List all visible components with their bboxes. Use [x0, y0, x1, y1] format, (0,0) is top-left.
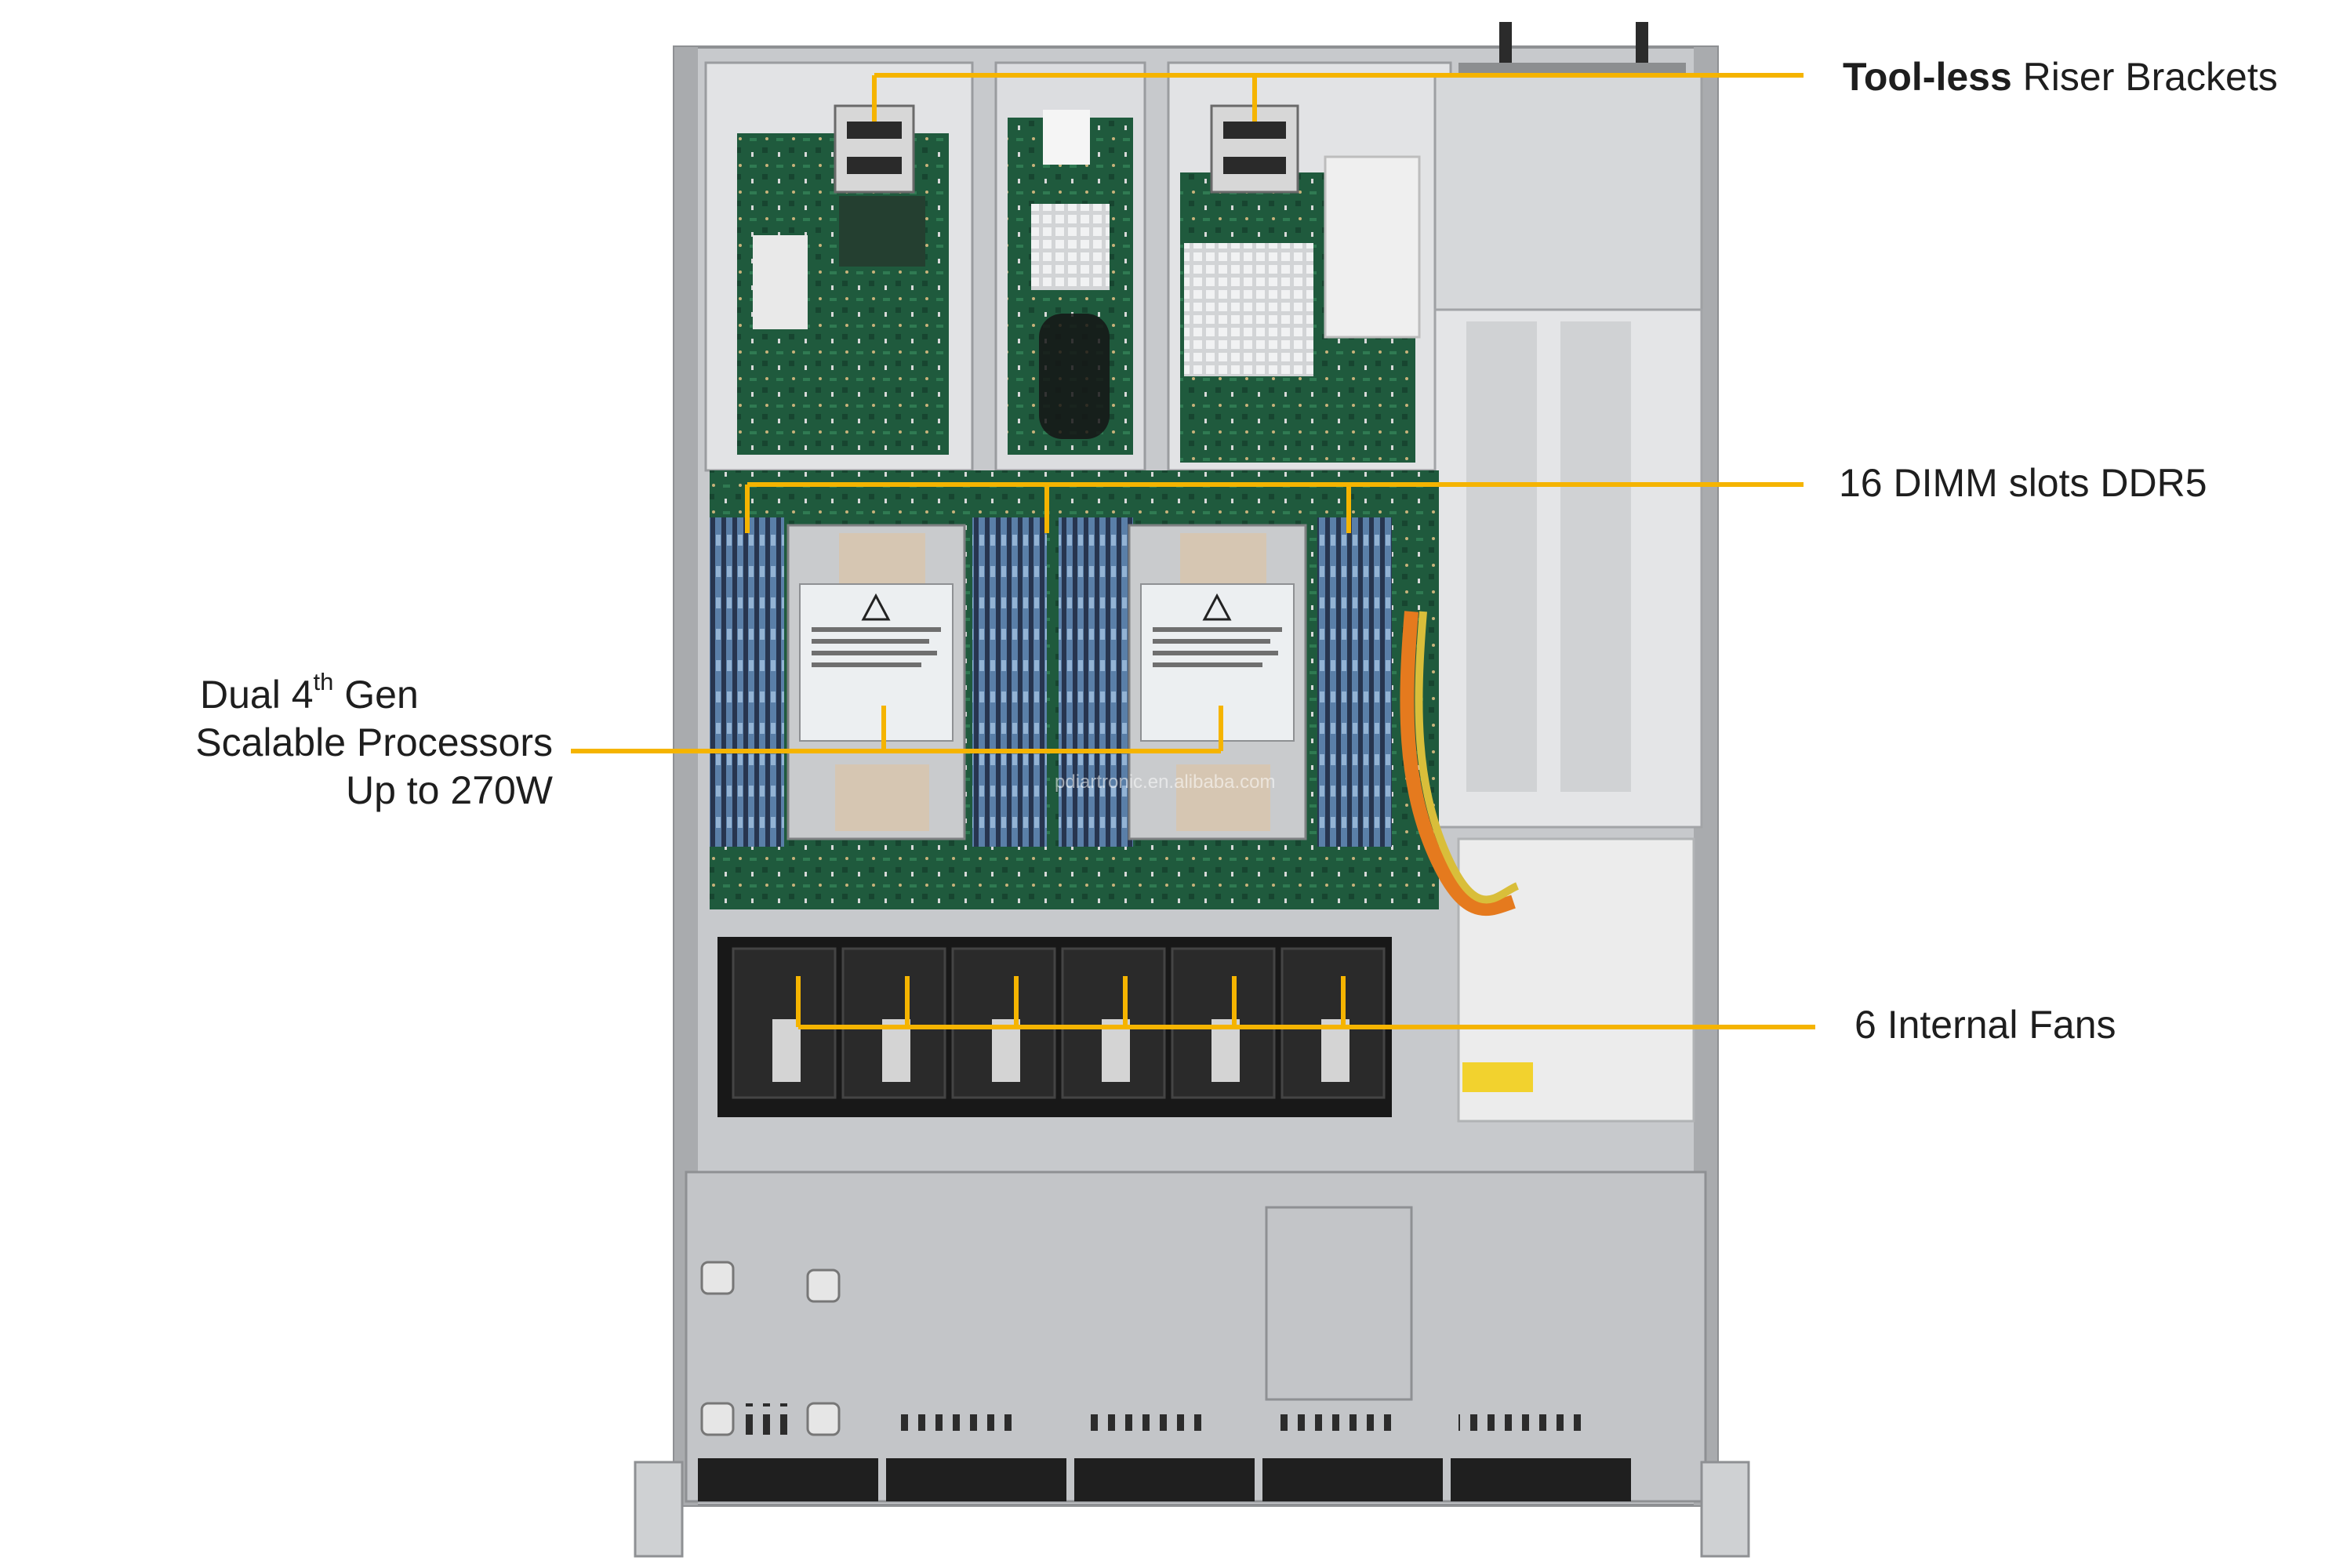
- power-cable-bundle: [1400, 611, 1520, 916]
- dimm-bank-3: [1059, 517, 1133, 847]
- label-cpu-line1-sup: th: [313, 667, 334, 695]
- label-riser-brackets: Tool-less Riser Brackets: [1843, 53, 2278, 101]
- label-riser-rest: Riser Brackets: [2011, 55, 2278, 99]
- center-riser-card: [994, 61, 1146, 472]
- label-internal-fans: 6 Internal Fans: [1854, 1003, 2116, 1047]
- label-riser-bold: Tool-less: [1843, 55, 2012, 99]
- label-cpu-line3: Up to 270W: [345, 768, 553, 812]
- label-cpu-line1-suffix: Gen: [333, 673, 419, 717]
- power-supply-bay: [1433, 73, 1703, 1123]
- cpu-heatsink-1: [786, 524, 966, 840]
- warning-triangle-icon: [861, 593, 891, 621]
- watermark: pdiartronic.en.alibaba.com: [1055, 771, 1276, 793]
- warning-triangle-icon: [1202, 593, 1232, 621]
- label-cpu-line1-prefix: Dual 4: [200, 673, 314, 717]
- front-drive-bay: [634, 1171, 1750, 1558]
- label-cpu-line2: Scalable Processors: [195, 720, 553, 764]
- label-dimm-slots: 16 DIMM slots DDR5: [1839, 461, 2207, 505]
- label-cpu-line1: Dual 4th Gen: [149, 667, 553, 719]
- label-cpu: Dual 4th Gen Scalable Processors Up to 2…: [149, 667, 553, 815]
- callout-dimm-lines: [745, 482, 1804, 533]
- dimm-bank-2: [972, 517, 1047, 847]
- dimm-bank-4: [1317, 517, 1392, 847]
- dimm-bank-1: [710, 517, 784, 847]
- callout-fan-lines: [796, 976, 1815, 1029]
- callout-riser-lines: [872, 73, 1804, 122]
- cpu-heatsink-2: [1128, 524, 1307, 840]
- callout-cpu-lines: [571, 706, 1223, 753]
